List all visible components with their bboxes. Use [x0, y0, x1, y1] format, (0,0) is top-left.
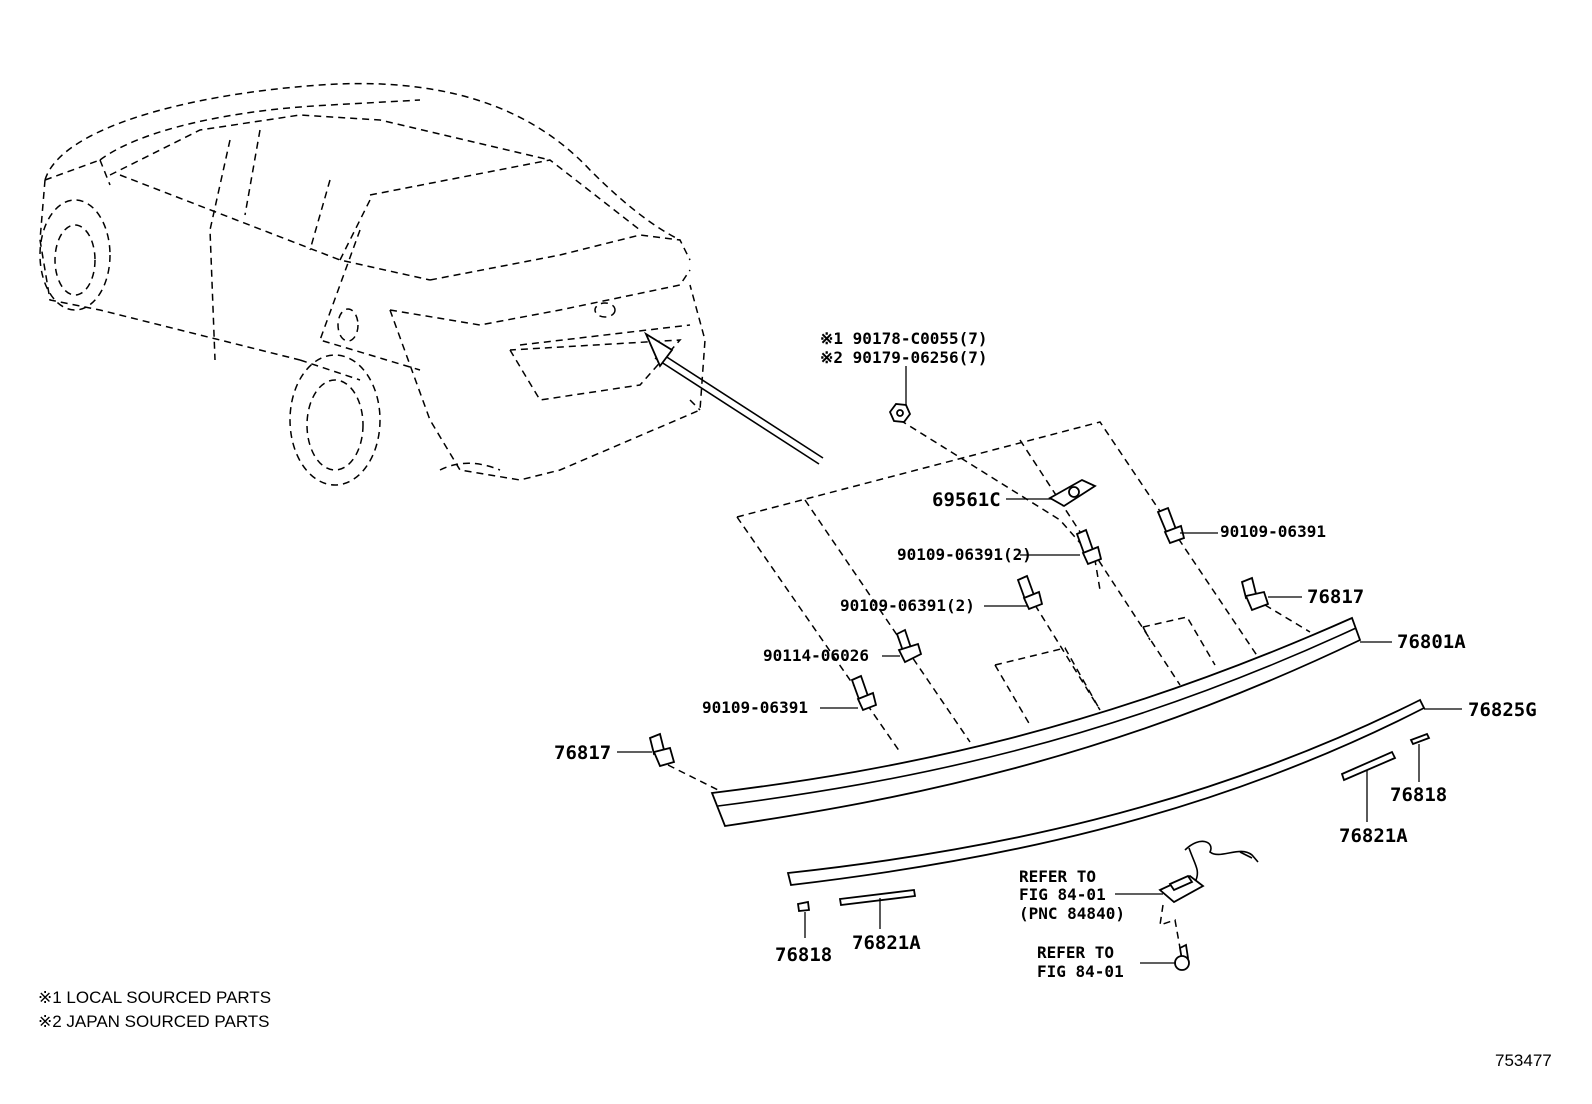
callout-labels: ※1 90178-C0055(7) ※2 90179-06256(7) 6956… — [554, 329, 1537, 981]
label-refer1-line3: (PNC 84840) — [1019, 904, 1125, 923]
label-refer1-line2: FIG 84-01 — [1019, 885, 1106, 904]
nut-part — [888, 403, 912, 423]
end-76818-right-part — [1409, 732, 1431, 746]
label-refer2-line1: REFER TO — [1037, 943, 1114, 962]
label-bolt-right: 90109-06391 — [1220, 522, 1326, 541]
tape-76821a-right-part — [1340, 750, 1397, 782]
footnote-local: ※1 LOCAL SOURCED PARTS — [38, 988, 271, 1007]
screw-part — [1174, 943, 1190, 971]
tape-76821a-left-part — [838, 889, 917, 906]
label-refer1-line1: REFER TO — [1019, 867, 1096, 886]
label-76825g: 76825G — [1468, 699, 1537, 721]
leader-lines — [617, 366, 1462, 964]
label-bolt-left: 90109-06391 — [702, 698, 808, 717]
clip-76817-left-part — [648, 732, 676, 768]
bolt-left-part — [850, 674, 878, 712]
location-arrow — [644, 331, 824, 465]
assembly-box — [667, 419, 1311, 949]
label-nut-japan: ※2 90179-06256(7) — [820, 348, 988, 367]
label-76817-left: 76817 — [554, 742, 611, 764]
label-76821a-right: 76821A — [1339, 825, 1408, 847]
figure-id: 753477 — [1495, 1051, 1552, 1070]
label-refer2-line2: FIG 84-01 — [1037, 962, 1124, 981]
clip-76817-right-part — [1240, 576, 1270, 612]
end-76818-left-part — [796, 900, 811, 912]
label-clip-90114: 90114-06026 — [763, 646, 869, 665]
label-76821a-left: 76821A — [852, 932, 921, 954]
garnish-76801a-part — [710, 616, 1362, 827]
bolt-left2-part — [1016, 574, 1044, 611]
moulding-76825g-part — [786, 698, 1426, 886]
label-bolt-left2: 90109-06391(2) — [840, 596, 975, 615]
label-76818-left: 76818 — [775, 944, 832, 966]
footnote-japan: ※2 JAPAN SOURCED PARTS — [38, 1012, 270, 1031]
license-lamp-part — [1158, 840, 1259, 904]
bolt-right-part — [1156, 506, 1186, 545]
label-nut-local: ※1 90178-C0055(7) — [820, 329, 988, 348]
label-69561c: 69561C — [932, 489, 1001, 511]
label-76818-right: 76818 — [1390, 784, 1447, 806]
footnotes: ※1 LOCAL SOURCED PARTS ※2 JAPAN SOURCED … — [38, 988, 271, 1031]
bolt-mid2-part — [1075, 528, 1103, 566]
clip-90114-part — [895, 628, 923, 664]
label-bolt-mid2: 90109-06391(2) — [897, 545, 1032, 564]
vehicle-outline — [39, 82, 706, 486]
label-76817-right: 76817 — [1307, 586, 1364, 608]
plate-69561c-part — [1048, 478, 1097, 508]
label-76801a: 76801A — [1397, 631, 1466, 653]
